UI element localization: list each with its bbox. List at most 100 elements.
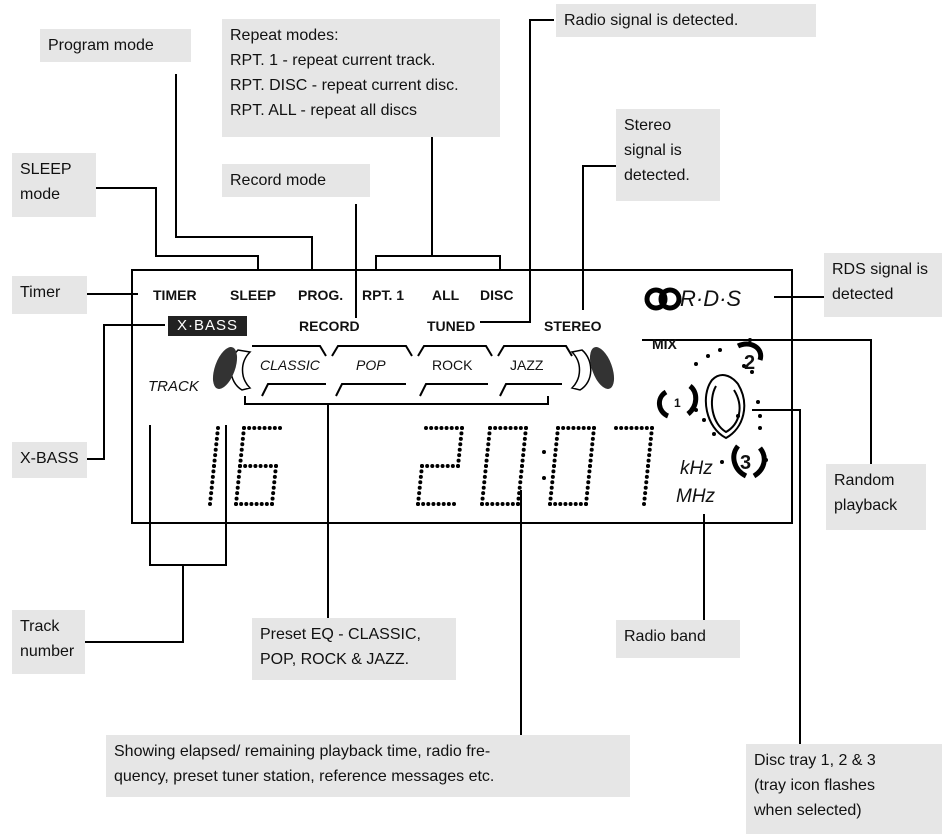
indicator-disc: DISC: [480, 287, 514, 303]
digit-dot: [481, 491, 486, 496]
digit-dot: [424, 426, 428, 430]
digit-dot: [624, 426, 629, 430]
digit-dot: [456, 458, 461, 463]
callout-disc-tray: Disc tray 1, 2 & 3 (tray icon flashes wh…: [746, 744, 942, 834]
callout-text: Timer: [20, 284, 61, 301]
digit-dot: [553, 447, 558, 452]
indicator-sleep: SLEEP: [230, 287, 276, 303]
eq-classic: CLASSIC: [260, 357, 320, 373]
digit-dot: [446, 502, 451, 506]
callout-text: Program mode: [48, 37, 154, 54]
digit-dot: [416, 496, 421, 501]
digit-dot: [270, 496, 275, 501]
digit-dot: [518, 426, 523, 430]
indicator-tuned: TUNED: [427, 318, 476, 334]
digit-dot: [416, 502, 420, 506]
digit-dot: [271, 491, 276, 496]
digit-dot: [550, 474, 555, 479]
disc-tray-icons: [704, 374, 746, 440]
callout-text: Preset EQ - CLASSIC,: [260, 626, 421, 643]
digit-dot: [209, 485, 214, 490]
digit-dot: [270, 502, 274, 506]
digit-dot: [208, 496, 213, 501]
digit-dot: [486, 442, 491, 447]
digit-dot: [417, 485, 422, 490]
callout-text: Radio signal is detected.: [564, 12, 739, 29]
digit-dot: [645, 469, 650, 474]
digit-dot: [648, 436, 653, 441]
digit-dot: [267, 426, 272, 430]
callout-text: Stereo: [624, 117, 672, 134]
digit-dot: [419, 469, 424, 474]
digit-dot: [417, 491, 422, 496]
digit-dot: [480, 496, 485, 501]
digit-dot: [553, 453, 558, 458]
digit-dot: [585, 491, 590, 496]
digit-dot: [552, 464, 556, 468]
indicator-stereo: STEREO: [544, 318, 602, 334]
digit-dot: [554, 442, 559, 447]
digit-dot: [458, 436, 463, 441]
digit-dot: [634, 426, 639, 430]
callout-rds-signal: RDS signal is detected: [824, 253, 942, 317]
callout-text: Radio band: [624, 628, 706, 645]
digit-dot: [584, 502, 588, 506]
digit-dot: [243, 464, 248, 468]
digit-dot: [520, 458, 525, 463]
digit-dot: [647, 453, 652, 458]
digit-dot: [517, 491, 522, 496]
colon-dot: [542, 450, 546, 454]
digit-dot: [274, 464, 278, 468]
digit-dot: [234, 502, 238, 506]
digit-dot: [576, 426, 581, 430]
digit-dot: [239, 447, 244, 452]
digit-dot: [212, 458, 217, 463]
indicator-track: TRACK: [148, 378, 199, 395]
digit-dot: [485, 447, 490, 452]
indicator-rds: R·D·S: [680, 286, 742, 311]
digit-dot: [566, 426, 571, 430]
digit-dot: [441, 502, 446, 506]
digit-dot: [273, 469, 278, 474]
callout-text: quency, preset tuner station, reference …: [114, 768, 495, 785]
digit-dot: [418, 480, 423, 485]
digit-dot: [272, 426, 277, 430]
digit-dot: [573, 502, 578, 506]
callout-elapsed-time: Showing elapsed/ remaining playback time…: [106, 735, 630, 797]
digit-dot: [484, 464, 488, 468]
callout-text: signal is: [624, 142, 682, 159]
callout-text: Repeat modes:: [230, 27, 339, 44]
digit-dot: [272, 480, 277, 485]
tray-label-2: 2: [744, 352, 756, 374]
segment-digits: [208, 426, 654, 506]
callout-text: Disc tray 1, 2 & 3: [754, 752, 876, 769]
digit-dot: [213, 447, 218, 452]
tray-label-3: 3: [740, 452, 752, 474]
digit-dot: [619, 426, 624, 430]
digit-dot: [589, 447, 594, 452]
callout-record-mode: Record mode: [222, 164, 370, 197]
digit-dot: [213, 453, 218, 458]
digit-dot: [643, 485, 648, 490]
digit-dot: [551, 469, 556, 474]
digit-dot: [259, 502, 264, 506]
callout-text: X-BASS: [20, 450, 79, 467]
indicator-record: RECORD: [299, 318, 360, 334]
colon-dot: [542, 476, 546, 480]
callout-stereo-signal: Stereo signal is detected.: [616, 109, 720, 201]
digit-dot: [452, 502, 456, 506]
digit-dot: [268, 464, 273, 468]
indicator-rpt1: RPT. 1: [362, 287, 405, 303]
digit-dot: [418, 474, 423, 479]
digit-dot: [240, 436, 245, 441]
digit-dot: [421, 502, 426, 506]
digit-dot: [440, 464, 445, 468]
digit-dot: [590, 436, 595, 441]
digit-dot: [235, 485, 240, 490]
digit-dot: [650, 426, 654, 430]
digit-dot: [500, 502, 505, 506]
digit-dot: [244, 502, 249, 506]
digit-dot: [510, 502, 515, 506]
digit-dot: [430, 464, 435, 468]
digit-dot: [644, 426, 649, 430]
